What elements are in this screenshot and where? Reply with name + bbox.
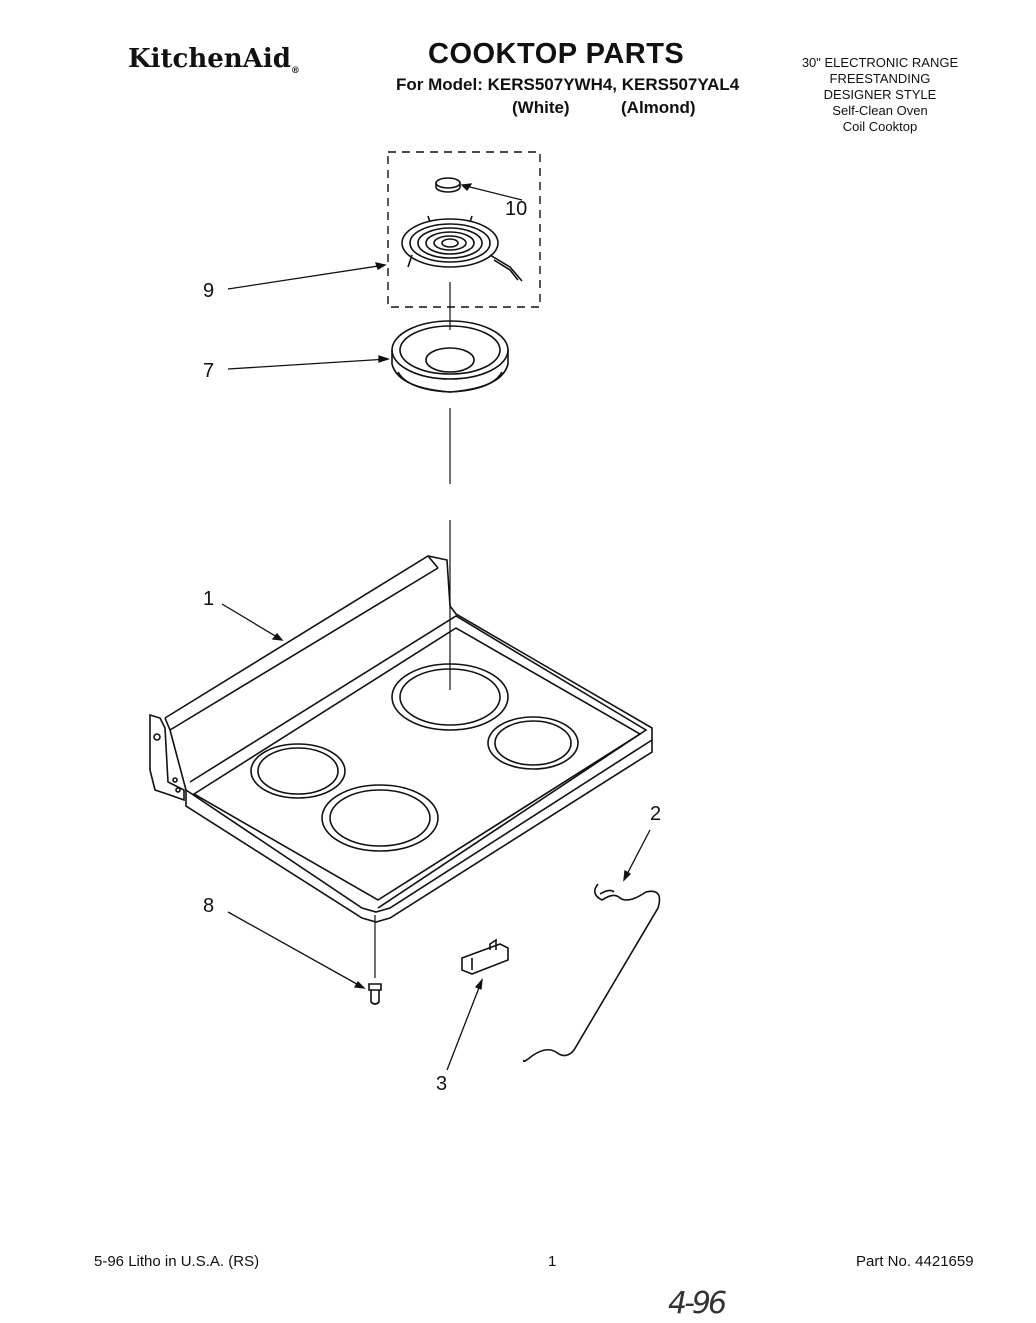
spec-line: 30" ELECTRONIC RANGE bbox=[801, 55, 959, 70]
callout-10: 10 bbox=[505, 198, 528, 220]
spec-block: 30" ELECTRONIC RANGE FREESTANDING DESIGN… bbox=[780, 55, 980, 135]
footer-part-number: Part No. 4421659 bbox=[856, 1253, 974, 1270]
color-almond: (Almond) bbox=[621, 98, 696, 117]
callout-2: 2 bbox=[650, 803, 662, 825]
footer-litho: 5-96 Litho in U.S.A. (RS) bbox=[94, 1253, 260, 1270]
page-title: COOKTOP PARTS bbox=[428, 38, 685, 70]
callout-3: 3 bbox=[436, 1073, 448, 1095]
part-8-screw bbox=[368, 983, 382, 1005]
spec-line: DESIGNER STYLE bbox=[823, 87, 937, 102]
leader-lines bbox=[221, 183, 651, 1071]
callout-9: 9 bbox=[203, 280, 215, 302]
part-10-cap bbox=[435, 177, 461, 193]
footer-page-number: 1 bbox=[548, 1253, 557, 1270]
spec-line: FREESTANDING bbox=[829, 71, 931, 86]
part-1-cooktop bbox=[149, 555, 653, 923]
part-9-coil-element bbox=[401, 215, 523, 282]
brand-logo: KitchenAid® bbox=[128, 44, 300, 77]
callout-8: 8 bbox=[203, 895, 215, 917]
color-white: (White) bbox=[512, 98, 570, 117]
handwritten-note: 4-96 bbox=[668, 1286, 727, 1321]
spec-line: Coil Cooktop bbox=[842, 119, 918, 134]
callout-7: 7 bbox=[203, 360, 215, 382]
callout-1: 1 bbox=[203, 588, 215, 610]
element-assembly-box bbox=[387, 151, 541, 308]
model-line: For Model: KERS507YWH4, KERS507YAL4 bbox=[396, 75, 740, 94]
part-2-wire bbox=[522, 883, 661, 1063]
part-3-clip bbox=[461, 938, 509, 975]
part-7-drip-bowl bbox=[391, 320, 509, 393]
spec-line: Self-Clean Oven bbox=[832, 103, 928, 118]
